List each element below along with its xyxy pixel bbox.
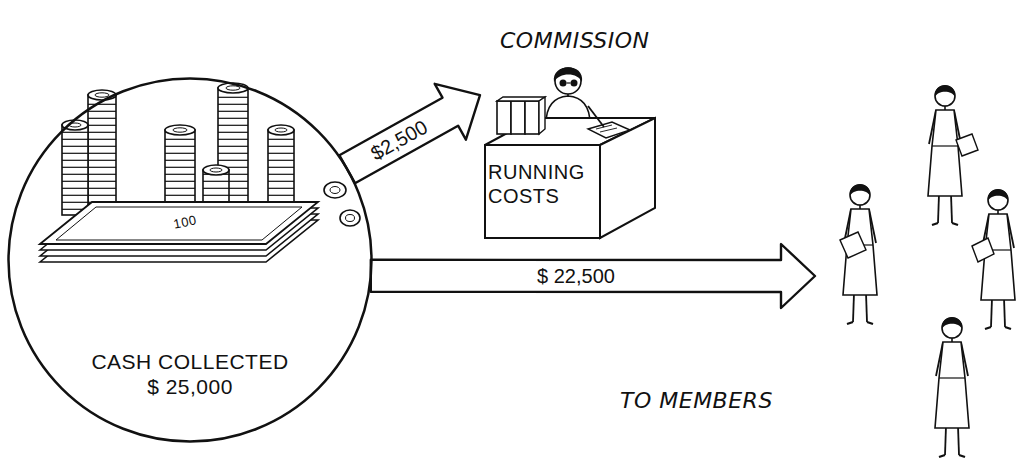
- banknote-pile: [56, 207, 302, 240]
- coin-stacks: [62, 125, 88, 215]
- banknote-value: 100: [172, 213, 197, 231]
- binders: [539, 97, 545, 134]
- coin-stacks: [203, 165, 229, 175]
- member-figures: [928, 85, 962, 225]
- binders: [497, 101, 511, 134]
- running-costs-desk: RUNNING COSTS: [480, 60, 660, 245]
- amount-label: $2,500: [365, 115, 433, 165]
- loose-coins: [324, 182, 360, 226]
- coin-stacks: [165, 130, 195, 210]
- amount-label: $ 22,500: [534, 266, 618, 286]
- members-group: TO MEMBERS: [815, 70, 1030, 470]
- flow-arrow: [339, 84, 480, 183]
- coin-stacks: [210, 168, 222, 172]
- loose-coins: [346, 215, 355, 222]
- desk: [485, 145, 600, 238]
- banknote-pile: [40, 202, 318, 262]
- banknote-pile: [40, 202, 318, 244]
- member-figures: [935, 317, 969, 457]
- node-text: TO MEMBERS: [620, 388, 773, 414]
- loose-coins: [340, 210, 360, 226]
- clerk-figure: [554, 67, 582, 82]
- binders: [497, 97, 545, 101]
- member-figures: [840, 85, 1015, 457]
- member-figures: [981, 189, 1015, 329]
- member-figures: [956, 134, 978, 156]
- binders: [525, 101, 539, 134]
- desk-papers: [588, 106, 630, 138]
- binders: [497, 97, 545, 134]
- clerk-figure: [571, 80, 578, 87]
- member-figures: [840, 232, 866, 258]
- coin-stacks: [165, 125, 195, 135]
- desk-papers: [588, 122, 630, 138]
- node-text: CASH COLLECTED $ 25,000: [90, 349, 290, 399]
- circle-outline: [9, 79, 372, 442]
- clerk-figure: [560, 80, 567, 87]
- loose-coins: [330, 187, 340, 194]
- coin-stacks: [226, 86, 240, 90]
- coin-stacks: [173, 128, 187, 132]
- desk-papers: [600, 128, 617, 132]
- desk: [485, 118, 655, 238]
- binders: [511, 101, 525, 134]
- flow-arrow: [371, 244, 815, 308]
- coin-stacks: [268, 130, 294, 205]
- coin-stacks: [275, 128, 287, 132]
- member-figures: [972, 238, 994, 262]
- coin-stacks: [268, 125, 294, 135]
- desk-papers: [588, 106, 604, 127]
- node-text: RUNNING COSTS: [488, 160, 598, 208]
- commission-label: COMMISSION: [500, 30, 650, 52]
- coin-stacks: [88, 95, 116, 210]
- loose-coins: [324, 182, 346, 198]
- clerk-figure: [546, 67, 590, 124]
- coin-stacks: [95, 93, 109, 97]
- cash-circle: CASH COLLECTED $ 25,000: [7, 77, 373, 443]
- clerk-figure: [567, 82, 571, 83]
- coin-stacks: [62, 83, 294, 215]
